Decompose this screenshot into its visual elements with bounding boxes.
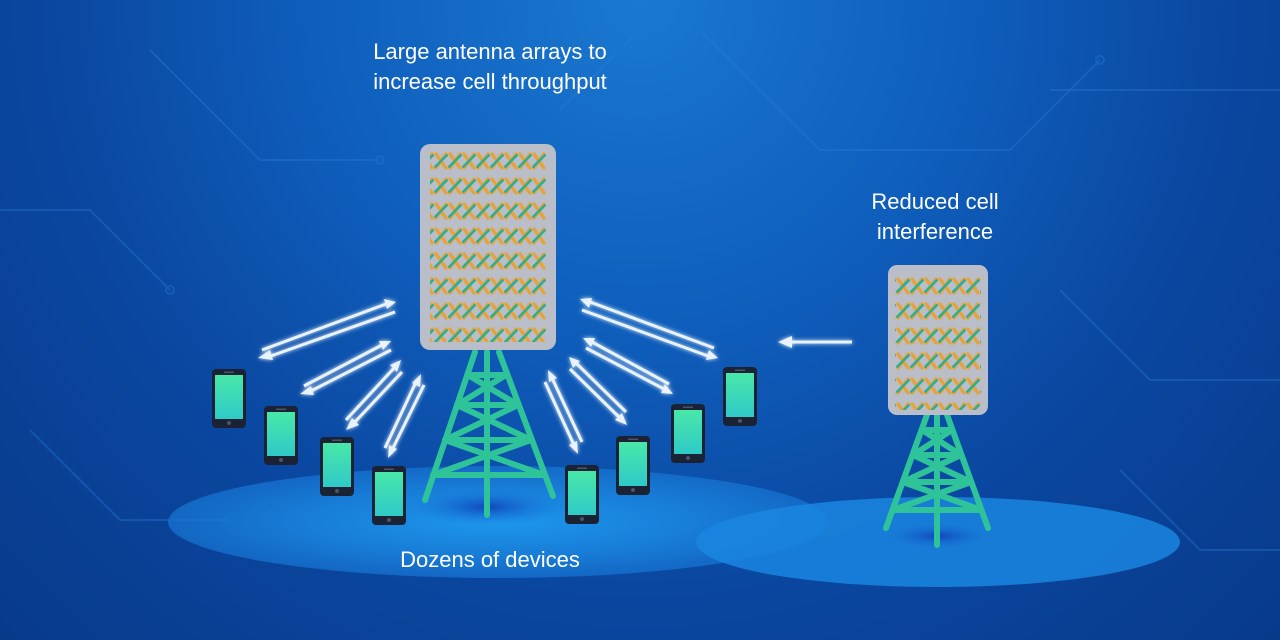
reduced-interference-caption-line-1: Reduced cell [871,189,999,214]
secondary-cell-tower-icon [883,409,991,548]
signal-arrows [258,298,718,458]
main-array-caption-line-1: Large antenna arrays to [373,39,607,64]
bidirectional-arrow-icon [344,360,404,430]
bidirectional-arrow-icon [580,298,718,360]
bidirectional-arrow-icon [543,370,584,454]
smartphone-icon [723,367,757,426]
smartphone-icon [671,404,705,463]
cell-tower-icon [422,349,556,518]
devices [212,367,757,525]
bidirectional-arrow-icon [583,338,673,394]
smartphone-icon [320,437,354,496]
background-circuit-lines [0,29,1280,551]
bidirectional-arrow-icon [383,374,426,458]
secondary-antenna-array-icon [888,265,988,415]
bidirectional-arrow-icon [568,357,628,425]
main-array-caption-line-2: increase cell throughput [373,69,607,94]
smartphone-icon [212,369,246,428]
smartphone-icon [565,465,599,524]
interference-arrow-icon [778,336,852,348]
main-array-caption: Large antenna arrays to increase cell th… [320,37,660,97]
smartphone-icon [372,466,406,525]
bidirectional-arrow-icon [300,341,392,395]
smartphone-icon [264,406,298,465]
reduced-interference-caption-line-2: interference [876,219,994,244]
reduced-interference-caption: Reduced cell interference [820,187,1050,247]
smartphone-icon [616,436,650,495]
devices-caption: Dozens of devices [400,547,580,572]
antenna-array-icon [420,144,556,350]
bidirectional-arrow-icon [258,299,396,360]
